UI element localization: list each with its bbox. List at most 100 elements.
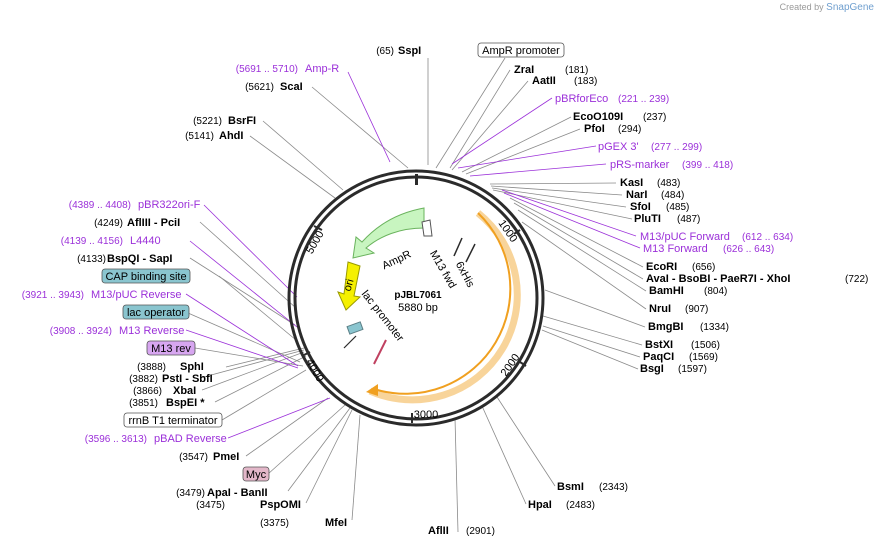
leader-ahdi [249,135,336,199]
primer-pos-m13-forward: (626 .. 643) [723,244,774,255]
enzyme-apai-banii: ApaI - BanII [207,487,268,499]
primer-pos-m13-reverse: (3908 .. 3924) [50,326,112,337]
leader-scai [311,86,409,169]
feature-ori-label: ori [342,278,357,293]
leader-lines [187,57,647,533]
leader-apai [287,407,351,492]
leader-sphi [225,347,305,368]
tick-1000 [513,229,521,235]
enzyme-avai-bsobi-paer7i-xhoi: AvaI - BsoBI - PaeR7I - XhoI [646,273,790,285]
enzyme-sspi: SspI [398,45,421,57]
enzyme-pluti: PluTI [634,213,661,225]
primer-pos-pbad-reverse: (3596 .. 3613) [85,434,147,445]
enzyme-pos-bsmi: (2343) [599,482,628,493]
leader-pbr322ori-f [203,204,298,298]
snapgene-logo: SnapGene [826,2,874,13]
lac-operator-box [346,321,364,335]
leader-m13puc-rev [185,293,299,367]
feature-myc: Myc [246,469,267,481]
enzyme-pos-sspi: (65) [376,46,394,57]
enzyme-aflii: AflII [428,525,449,537]
enzyme-pos-sfoi: (485) [666,202,689,213]
primer-pbr322ori-f: pBR322ori-F [138,199,201,211]
enzyme-aatii: AatII [532,75,556,87]
leader-xbai [201,351,305,391]
enzyme-pos-aatii: (183) [574,76,597,87]
leader-afliii [199,221,297,309]
leader-ampr-promoter [435,57,506,169]
primer-m13-puc-reverse: M13/pUC Reverse [91,289,181,301]
leader-mfei [351,414,361,521]
enzyme-mfei: MfeI [325,517,347,529]
primer-prs-marker: pRS-marker [610,159,670,171]
enzyme-ecori: EcoRI [646,261,677,273]
leader-sfoi [491,187,627,208]
leader-bsrfi [262,120,344,191]
enzyme-pos-aflii: (2901) [466,526,495,537]
leader-nari [490,185,623,196]
enzyme-pos-psti-sbfi: (3882) [129,374,158,385]
leader-pfoi [465,128,581,175]
enzyme-pos-bsrfi: (5221) [193,116,222,127]
primer-amp-r: Amp-R [305,63,339,75]
leader-pgex3 [457,145,597,169]
leader-m13puc-fwd [501,189,637,237]
leader-bspei [214,355,307,403]
leader-cap [218,275,297,341]
leader-m13-fwd [503,192,641,249]
primer-pgex-3: pGEX 3' [598,141,639,153]
enzyme-bstxi: BstXI [645,339,673,351]
plasmid-name: pJBL7061 [394,290,442,301]
leader-bsmi [496,396,556,487]
credit-prefix: Created by [779,2,824,12]
primer-m13-forward: M13 Forward [643,243,708,255]
leader-pbad-rev [227,397,331,439]
enzyme-bsrfi: BsrFI [228,115,256,127]
enzyme-pos-pfoi: (294) [618,124,641,135]
leader-ecoo109i [461,116,572,173]
primer-pos-amp-r: (5691 .. 5710) [236,64,298,75]
leader-m13-rev [194,347,304,367]
leader-bsgi [541,329,639,370]
enzyme-pos-pmei: (3547) [179,452,208,463]
leader-aflii [454,417,459,533]
lac-mark-1 [343,335,357,349]
m13-fwd-mark [453,237,463,257]
leader-paqci [542,325,641,358]
his-mark [465,243,476,263]
enzyme-hpai: HpaI [528,499,552,511]
leader-psti [199,349,305,379]
leader-amp-r [347,71,391,163]
primer-pos-l4440: (4139 .. 4156) [61,236,123,247]
ampr-promoter-feature [421,219,433,237]
primer-pos-pbr322ori-f: (4389 .. 4408) [69,200,131,211]
origin-marker [415,174,418,185]
leader-myc [267,404,346,475]
enzyme-pos-pspomi: (3475) [196,500,225,511]
tick-label-3000: 3000 [414,409,438,421]
enzyme-bspqi-sapi: BspQI - SapI [107,253,172,265]
primer-m13-puc-forward: M13/pUC Forward [640,231,730,243]
enzyme-pos-bamhi: (804) [704,286,727,297]
enzyme-pos-sphi: (3888) [137,362,166,373]
feature-lac-operator: lac operator [127,307,185,319]
orange-cds-line [373,212,512,395]
leader-ecori [509,197,644,268]
enzyme-pos-hpai: (2483) [566,500,595,511]
enzyme-bsgi: BsgI [640,363,664,375]
enzyme-sfoi: SfoI [630,201,651,213]
leader-bmgbi [544,289,646,328]
leader-lac-operator [187,312,301,363]
enzyme-pmei: PmeI [213,451,239,463]
leader-zrai [449,69,511,169]
app-credit: Created by SnapGene [780,2,874,13]
enzyme-pos-nrui: (907) [685,304,708,315]
enzyme-pos-zrai: (181) [565,65,588,76]
enzyme-bsmi: BsmI [557,481,584,493]
leader-pbrforeco [451,97,553,165]
feature-rrnb-t1-terminator: rrnB T1 terminator [128,415,217,427]
enzyme-bamhi: BamHI [649,285,684,297]
enzyme-pos-bspei: (3851) [129,398,158,409]
enzyme-pos-paqci: (1569) [689,352,718,363]
